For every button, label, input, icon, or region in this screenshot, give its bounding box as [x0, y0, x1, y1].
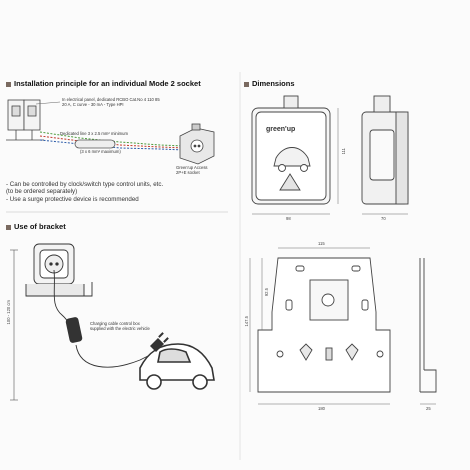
plate-height-total-dim: 147.5 [244, 316, 249, 327]
panel-note-line-2: 20 A, C curve - 30 mA - Type HPI [62, 101, 124, 107]
hook-depth-dim: 25 [426, 406, 431, 411]
cable-sleeve [74, 139, 116, 149]
ev-plug-icon [150, 332, 169, 352]
cable-note-2: (3 x 6 mm² maximum) [80, 149, 121, 154]
mounting-plate-drawing [257, 257, 391, 393]
plate-width-bottom-dim: 180 [318, 406, 325, 411]
socket-label-line-1: Green'up Access [176, 165, 208, 170]
bracket-title-text: Use of bracket [14, 222, 66, 231]
install-section-title: Installation principle for an individual… [6, 79, 201, 88]
cable-note: Dedicated line 3 x 2.5 mm² minimum [60, 131, 128, 136]
cable-box-note-line-1: Charging cable control box [90, 321, 140, 326]
bracket-install-drawing [10, 243, 151, 401]
bracket-section-title: Use of bracket [6, 222, 66, 231]
front-height-dim: 111 [341, 148, 346, 155]
electric-car-icon [139, 343, 215, 390]
plate-width-top-dim: 115 [318, 241, 325, 246]
socket-label-line-2: 2P+E socket [176, 169, 200, 175]
front-view-drawing [251, 95, 331, 205]
plate-height-inner-dim: 92.5 [264, 288, 269, 297]
front-width-dim: 98 [286, 216, 291, 221]
title-square-icon [244, 81, 249, 87]
socket-box-icon [179, 123, 215, 165]
brand-logo: green'up [266, 126, 296, 133]
front-dimension-lines [252, 108, 408, 215]
cable-box-note-line-2: supplied with the electric vehicle [90, 325, 150, 331]
panel-note-line-1: In electrical panel, dedicated RCBO Cat.… [62, 97, 160, 102]
bullet-2: (to be ordered separately) [6, 188, 78, 196]
side-width-dim: 70 [381, 216, 386, 221]
install-title-text: Installation principle for an individual… [14, 79, 201, 88]
panel-note: In electrical panel, dedicated RCBO Cat.… [62, 97, 160, 108]
title-square-icon [6, 224, 11, 230]
dedicated-line-cable [39, 131, 186, 151]
rcbo-breaker-icon [6, 99, 44, 141]
cable-box-note: Charging cable control box supplied with… [90, 321, 150, 332]
plate-hook-profile [419, 258, 437, 393]
dimensions-title-text: Dimensions [252, 79, 295, 88]
bullet-1: - Can be controlled by clock/switch type… [6, 181, 164, 188]
bracket-height-dim: 100 - 120 cm [6, 300, 11, 325]
bullet-3: - Use a surge protective device is recom… [6, 195, 139, 203]
dimensions-section-title: Dimensions [244, 79, 295, 88]
side-view-drawing [361, 95, 409, 205]
plate-dimension-lines [249, 247, 436, 405]
title-square-icon [6, 81, 11, 87]
install-bullets: - Can be controlled by clock/switch type… [6, 181, 163, 203]
socket-label: Green'up Access 2P+E socket [176, 165, 208, 176]
